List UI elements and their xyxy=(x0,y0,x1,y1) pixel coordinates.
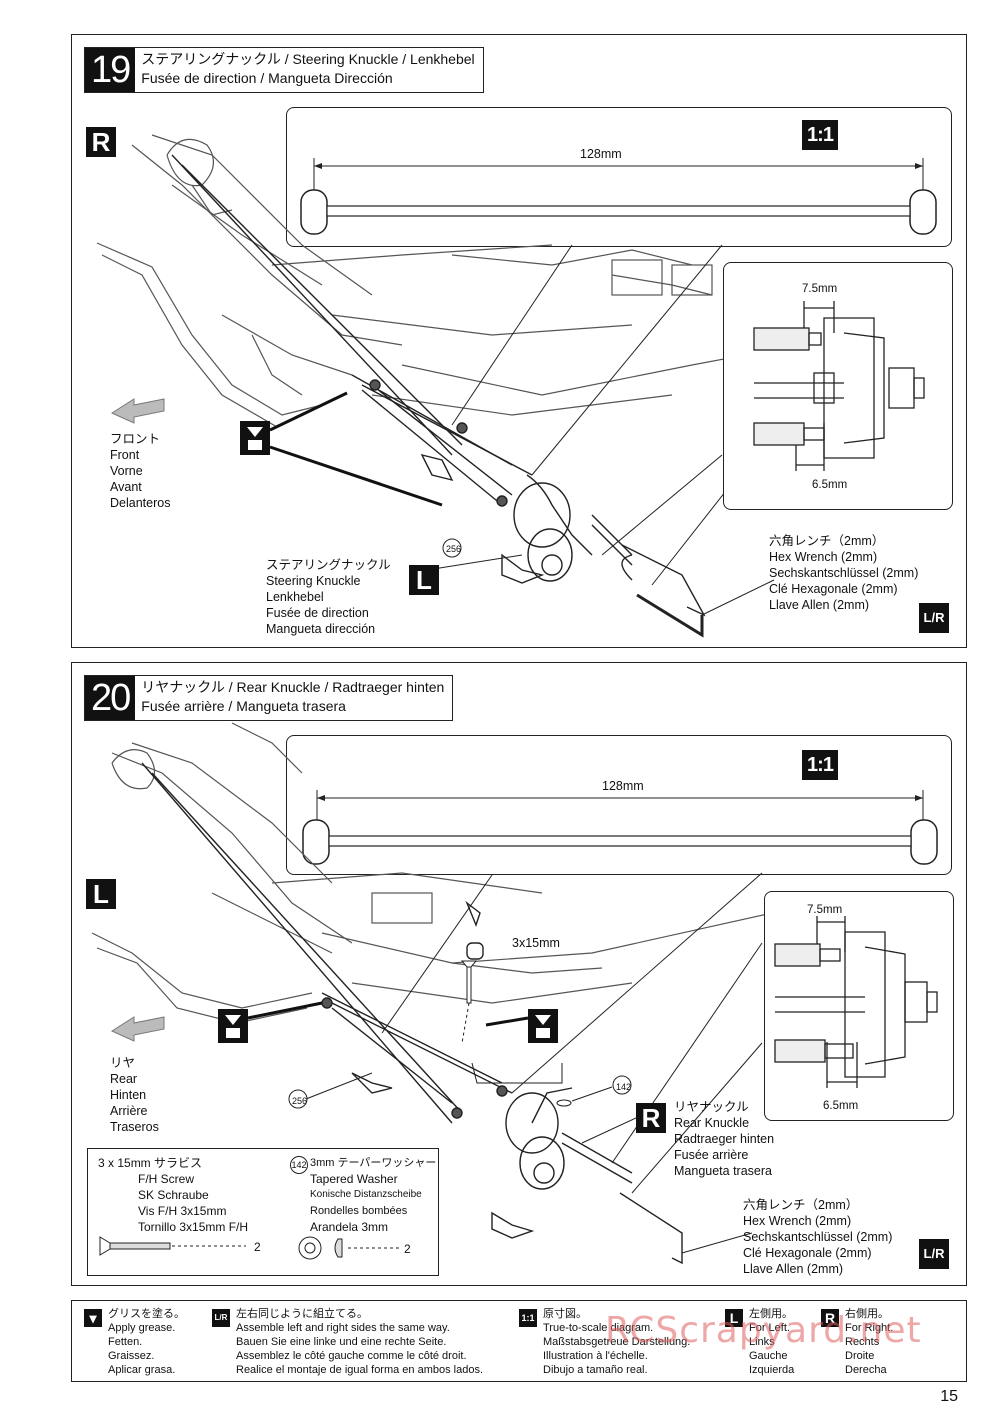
step-title-line2: Fusée de direction / Mangueta Dirección xyxy=(141,70,393,86)
part-number-circle xyxy=(442,538,462,558)
grease-icon xyxy=(218,1001,323,1043)
page-number: 15 xyxy=(940,1388,958,1405)
hex-wrench-label: 六角レンチ（2mm）Hex Wrench (2mm)Sechskantschlü… xyxy=(769,534,919,612)
dimension-top: 7.5mm xyxy=(802,283,838,295)
steering-assembly-illustration xyxy=(96,134,853,638)
hex-wrench-icon xyxy=(636,593,704,638)
scale-badge: 1:1 xyxy=(802,750,838,780)
step-number: 20 xyxy=(85,676,136,720)
side-badge-left: L xyxy=(409,565,439,595)
screw-part-label: 3 x 15mm サラビス F/H Screw SK Schraube Vis … xyxy=(98,1156,249,1234)
watermark: RCScrapyard.net xyxy=(605,1310,922,1351)
tapered-washer-icon xyxy=(298,1236,400,1260)
step-title-line2: Fusée arrière / Mangueta trasera xyxy=(141,698,346,714)
step-20-panel: 20 リヤナックル / Rear Knuckle / Radtraeger hi… xyxy=(71,662,967,1286)
rear-arrow-icon xyxy=(110,1016,165,1042)
part-number: 256 xyxy=(292,1096,308,1106)
step-19-panel: 19 ステアリングナックル / Steering Knuckle / Lenkh… xyxy=(71,34,967,648)
lr-badge: L/R xyxy=(919,603,949,633)
scale-icon: 1:1 xyxy=(519,1309,537,1327)
washer-part-number: 142 xyxy=(290,1156,308,1174)
side-badge-right: R xyxy=(636,1103,666,1133)
flat-head-screw-icon xyxy=(99,1236,246,1256)
shaft-length-label: 128mm xyxy=(580,147,622,161)
right-icon: R xyxy=(821,1309,839,1327)
scale-drawing-box: 1:1 128mm xyxy=(286,107,952,247)
washer-number: 142 xyxy=(616,1082,632,1092)
step-19-header: 19 ステアリングナックル / Steering Knuckle / Lenkh… xyxy=(84,47,484,93)
icon-legend: ▾ グリスを塗る。Apply grease.Fetten.Graissez.Ap… xyxy=(71,1300,967,1382)
detail-inset: 7.5mm 6.5mm xyxy=(723,262,953,510)
scale-badge: 1:1 xyxy=(802,120,838,150)
hex-wrench-label: 六角レンチ（2mm）Hex Wrench (2mm)Sechskantschlü… xyxy=(743,1198,893,1276)
washer-quantity: 2 xyxy=(404,1242,411,1256)
dimension-bottom: 6.5mm xyxy=(812,479,848,491)
step-title-line1: ステアリングナックル / Steering Knuckle / Lenkhebe… xyxy=(141,51,475,67)
side-badge-left: L xyxy=(86,879,116,909)
side-badge-right: R xyxy=(86,127,116,157)
parts-box: 3 x 15mm サラビス F/H Screw SK Schraube Vis … xyxy=(87,1148,439,1276)
scale-drawing-box: 1:1 128mm xyxy=(286,735,952,875)
step-title-line1: リヤナックル / Rear Knuckle / Radtraeger hinte… xyxy=(141,679,445,695)
dimension-bottom: 6.5mm xyxy=(823,1100,859,1112)
screw-quantity: 2 xyxy=(254,1240,261,1254)
detail-inset: 7.5mm 6.5mm xyxy=(764,891,954,1121)
driveshaft-drawing xyxy=(300,158,937,235)
driveshaft-drawing xyxy=(302,790,938,865)
part-number: 256 xyxy=(446,544,462,554)
grease-icon xyxy=(240,391,443,507)
washer-part-label: 3mm テーパーワッシャー Tapered Washer Konische Di… xyxy=(310,1157,437,1234)
screw-icon xyxy=(460,960,478,1044)
screw-size-label: 3x15mm xyxy=(512,936,560,950)
left-icon: L xyxy=(725,1309,743,1327)
step-20-header: 20 リヤナックル / Rear Knuckle / Radtraeger hi… xyxy=(84,675,454,721)
rear-assembly-illustration xyxy=(91,722,773,1265)
dimension-top: 7.5mm xyxy=(807,904,843,916)
grease-icon xyxy=(485,1009,558,1043)
lr-icon: L/R xyxy=(212,1309,230,1327)
step-title: リヤナックル / Rear Knuckle / Radtraeger hinte… xyxy=(135,676,452,720)
lr-badge: L/R xyxy=(919,1239,949,1269)
grease-icon: ▾ xyxy=(84,1309,102,1327)
front-arrow-icon xyxy=(110,398,165,424)
shaft-length-label: 128mm xyxy=(602,779,644,793)
step-number: 19 xyxy=(85,48,136,92)
step-title: ステアリングナックル / Steering Knuckle / Lenkhebe… xyxy=(135,48,482,92)
